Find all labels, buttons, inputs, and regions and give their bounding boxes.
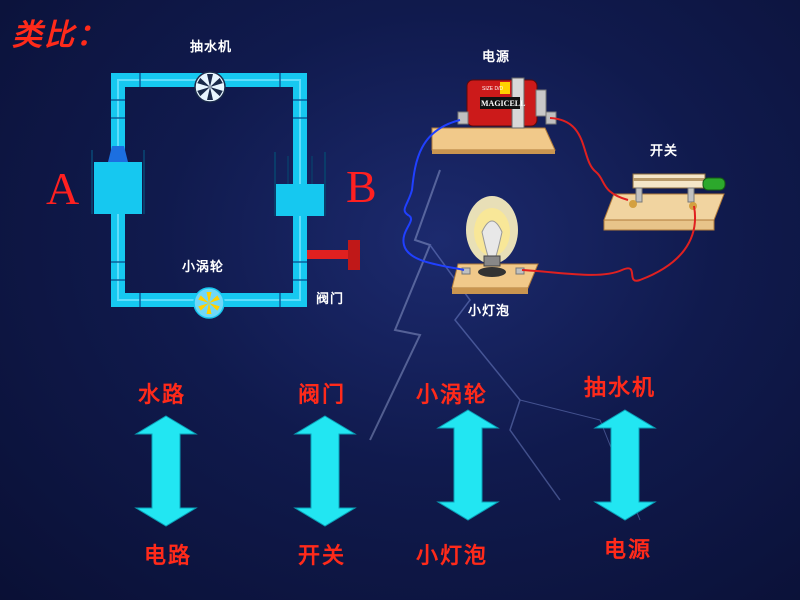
battery-icon	[457, 77, 557, 129]
analogy-top-pump: 抽水机	[584, 376, 657, 401]
water-circuit	[91, 71, 360, 319]
analogy-top-valve: 阀门	[298, 383, 347, 408]
analogy-bottom-power: 电源	[604, 538, 653, 563]
battery-label: 电源	[482, 50, 511, 65]
turbine-icon	[193, 287, 225, 319]
analogy-bottom-switch: 开关	[298, 544, 347, 569]
valve-label: 阀门	[316, 292, 345, 307]
battery-size-text: SIZE D/D	[482, 86, 504, 92]
container-b	[274, 152, 326, 216]
analogy-top-turbine: 小涡轮	[416, 383, 489, 408]
analogy-top-water: 水路	[138, 383, 187, 408]
container-a	[91, 146, 145, 214]
container-a-label: A	[46, 163, 80, 214]
switch-label: 开关	[650, 144, 679, 159]
bulb-icon	[461, 196, 525, 277]
switch-board	[603, 193, 725, 231]
analogy-bottom-circuit: 电路	[144, 544, 193, 569]
electric-circuit	[402, 77, 726, 294]
page-title: 类比：	[12, 18, 108, 53]
valve-icon	[307, 240, 360, 270]
double-arrow-icon	[293, 415, 357, 527]
double-arrow-icon	[134, 415, 198, 527]
bulb-label: 小灯泡	[468, 304, 511, 319]
battery-brand: MAGICELL	[481, 99, 526, 108]
container-b-label: B	[346, 161, 377, 212]
analogy-bottom-bulb: 小灯泡	[416, 544, 489, 569]
switch-icon	[629, 173, 726, 210]
battery-board	[431, 127, 556, 154]
double-arrow-icon	[593, 409, 657, 521]
turbine-label: 小涡轮	[182, 260, 225, 275]
pump-icon	[194, 71, 226, 103]
double-arrow-icon	[436, 409, 500, 521]
wires	[402, 117, 696, 282]
analogy-arrows	[134, 409, 657, 527]
pump-label: 抽水机	[190, 40, 233, 55]
